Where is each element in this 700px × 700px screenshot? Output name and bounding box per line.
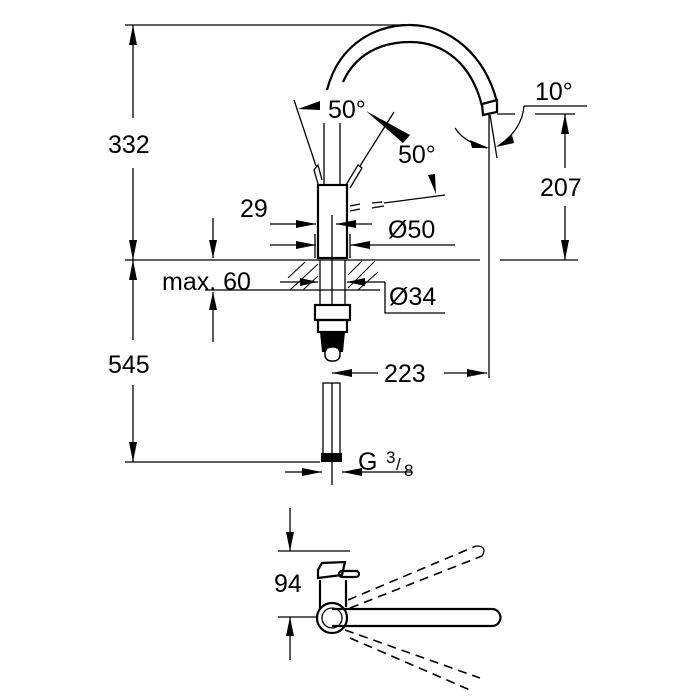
dim-207-label: 207 — [540, 174, 582, 202]
spout-angle-line — [489, 114, 498, 159]
deck-section — [285, 260, 380, 305]
dimension-223: 223 — [332, 360, 487, 388]
dimension-thread-g38: G 3 / 8 — [285, 448, 413, 480]
thread-num-label: 3 — [386, 448, 395, 467]
dimension-207: 207 — [497, 113, 582, 260]
thread-g-label: G — [358, 448, 377, 476]
angle-50-left: 50° — [298, 96, 366, 124]
angle-50-right-label: 50° — [398, 141, 436, 169]
angle-50-right: 50° — [366, 111, 436, 194]
top-view: 94 — [274, 508, 502, 691]
dimension-diameter-34: Ø34 — [384, 282, 445, 314]
lever-handle — [293, 99, 446, 212]
thread-slash: / — [396, 455, 401, 474]
dim-29-label: 29 — [240, 195, 268, 223]
dim-diameter-50-label: Ø50 — [388, 216, 435, 244]
dim-94-label: 94 — [274, 570, 302, 598]
spout — [325, 23, 499, 117]
dim-332-label: 332 — [108, 131, 150, 159]
angle-50-left-label: 50° — [328, 96, 366, 124]
mounting-connector — [313, 303, 352, 362]
dimension-332: 332 — [108, 25, 150, 260]
dimension-29: 29 — [240, 195, 372, 228]
angle-10-label: 10° — [535, 78, 573, 106]
dim-max-60-label: max. 60 — [162, 268, 251, 296]
dim-223-label: 223 — [384, 360, 426, 388]
dimension-max-60: max. 60 — [162, 218, 385, 342]
dimension-545: 545 — [108, 260, 150, 462]
dimension-diameter-50: Ø50 — [270, 216, 455, 258]
angle-10: 10° — [454, 78, 587, 149]
dim-diameter-34-label: Ø34 — [389, 283, 436, 311]
thread-den-label: 8 — [404, 461, 413, 480]
supply-hoses — [321, 382, 342, 485]
dim-545-label: 545 — [108, 351, 150, 379]
